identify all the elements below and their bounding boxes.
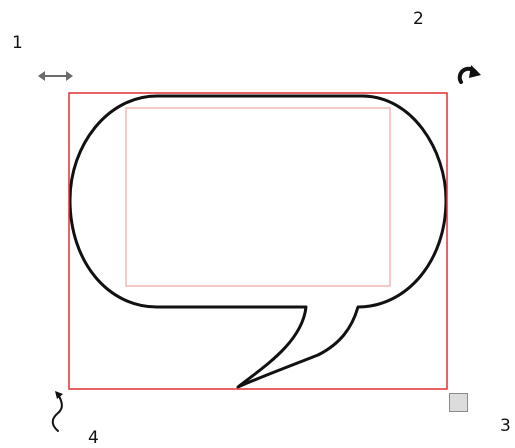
tail-adjust-squiggle-icon[interactable]: [53, 391, 63, 431]
rotate-clockwise-icon[interactable]: [460, 65, 481, 82]
horizontal-double-arrow-icon[interactable]: [38, 71, 73, 81]
resize-square-handle-icon[interactable]: [449, 393, 468, 412]
